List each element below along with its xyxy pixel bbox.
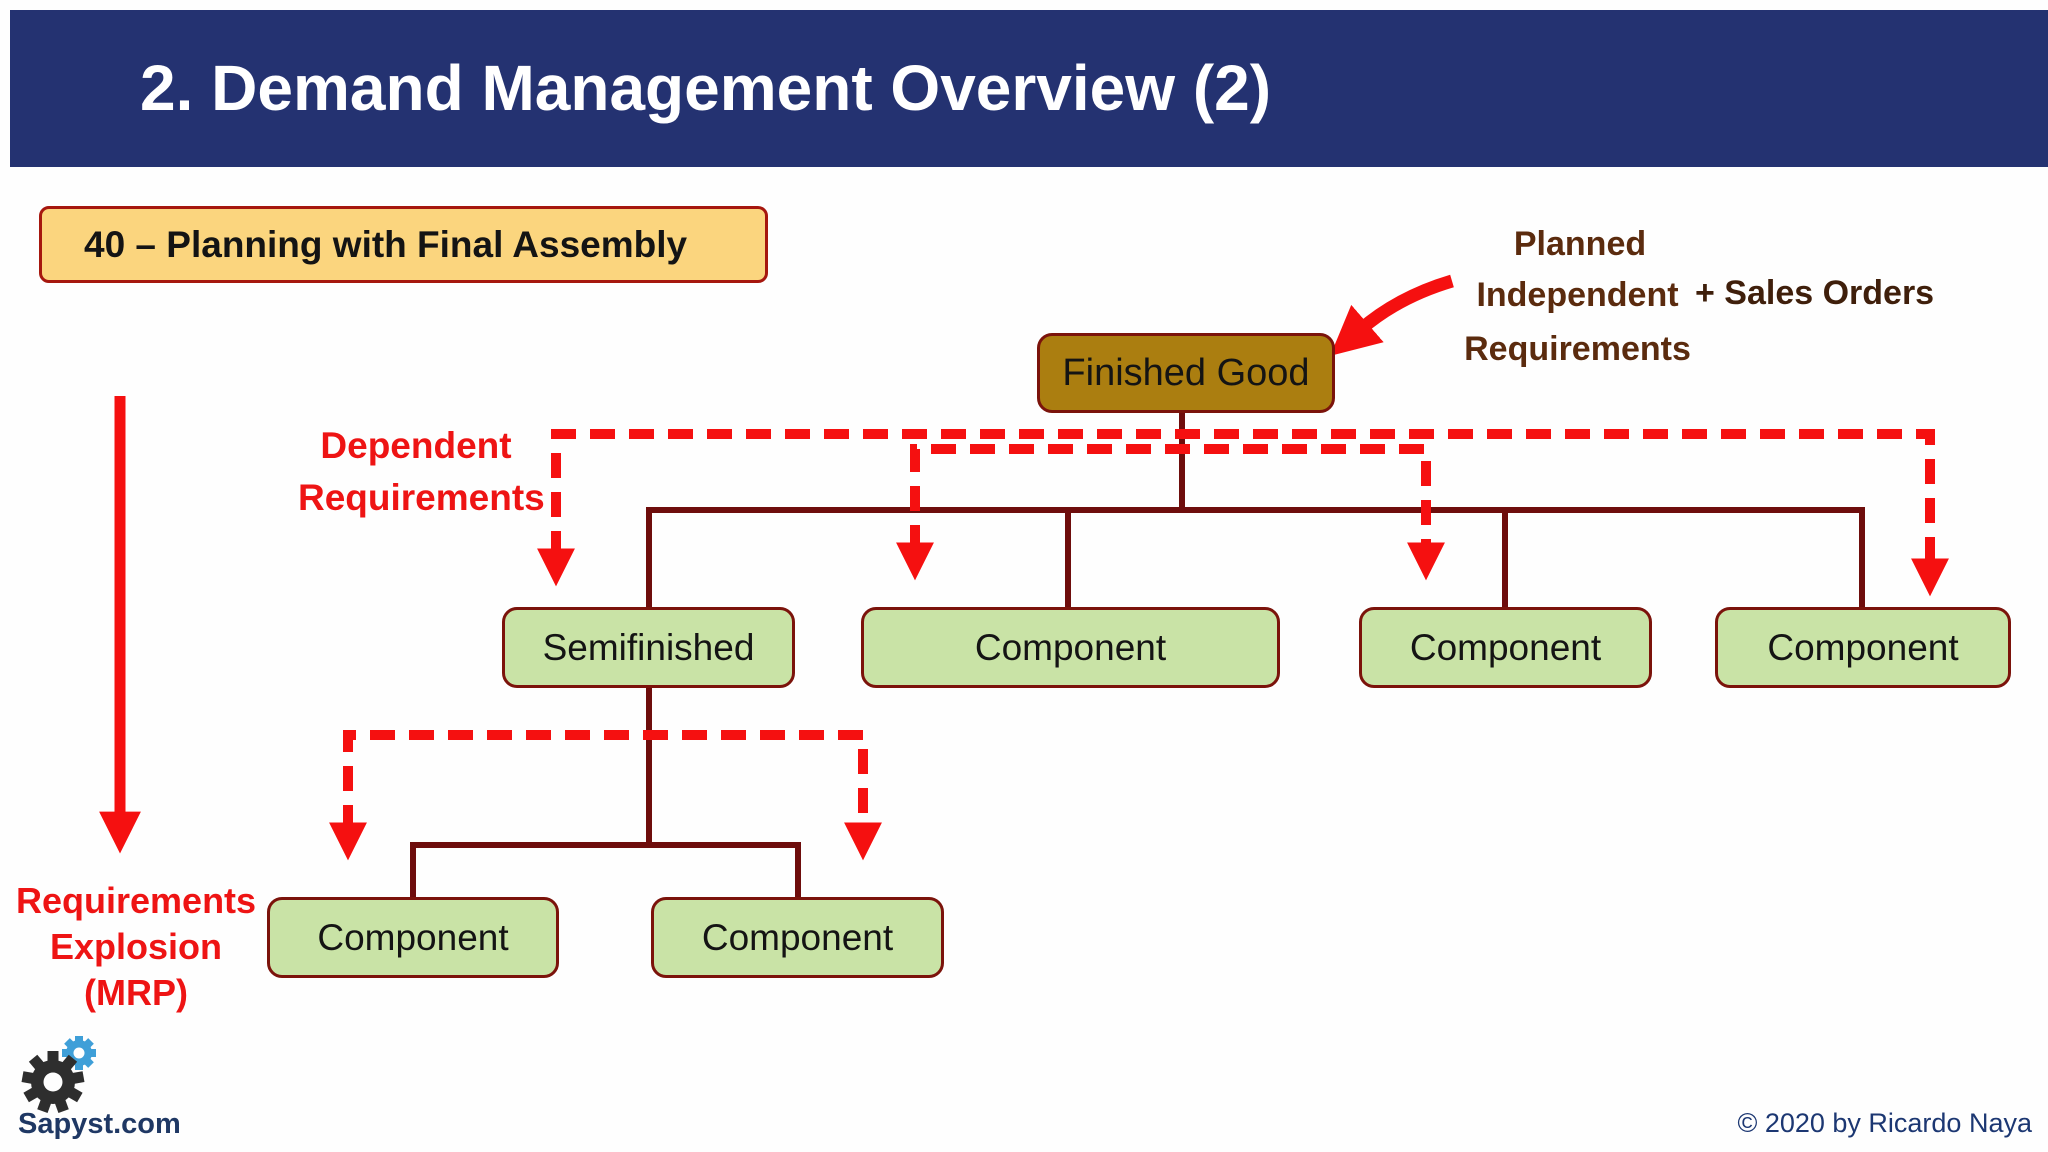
brand-text: Sapyst.com	[18, 1108, 181, 1140]
tree-line-level1-bus	[646, 507, 1865, 609]
dependent-requirements-line1: Dependent	[320, 425, 512, 466]
pir-curved-arrow	[1330, 274, 1454, 356]
node-component-3: Component	[1715, 607, 2011, 688]
node-semifinished: Semifinished	[502, 607, 795, 688]
node-component-5-label: Component	[701, 916, 894, 958]
pir-label-line2: Independent	[1476, 276, 1679, 314]
strategy-tag-box: 40 – Planning with Final Assembly	[39, 206, 768, 283]
node-finished-good: Finished Good	[1037, 333, 1335, 413]
node-component-5: Component	[651, 897, 944, 978]
page-title: 2. Demand Management Overview (2)	[140, 52, 1272, 124]
requirements-explosion-line2: Explosion	[49, 926, 223, 967]
dependent-requirements-line2: Requirements	[298, 477, 545, 518]
node-semifinished-label: Semifinished	[542, 626, 755, 668]
node-component-4-label: Component	[317, 916, 509, 958]
dependent-requirements-label: Dependent Requirements	[298, 420, 545, 524]
node-component-1-label: Component	[974, 626, 1167, 668]
requirements-explosion-label: Requirements Explosion (MRP)	[16, 878, 256, 1016]
dashed-arrow-inner	[896, 444, 1445, 581]
dashed-arrow-lower	[329, 730, 882, 861]
node-component-2-label: Component	[1409, 626, 1602, 668]
gear-icon-dark	[21, 1051, 85, 1114]
node-component-4: Component	[267, 897, 559, 978]
title-bar: 2. Demand Management Overview (2)	[10, 10, 2048, 167]
requirements-explosion-line3: (MRP)	[84, 972, 188, 1013]
requirements-explosion-line1: Requirements	[16, 880, 257, 921]
sales-orders-label: + Sales Orders	[1695, 274, 1935, 312]
sapyst-logo	[21, 1036, 96, 1114]
copyright-text: © 2020 by Ricardo Naya	[1737, 1108, 2032, 1138]
pir-label-line1: Planned	[1513, 225, 1647, 263]
node-finished-good-label: Finished Good	[1062, 351, 1310, 394]
node-component-1: Component	[861, 607, 1280, 688]
pir-label-line3: Requirements	[1464, 330, 1691, 368]
tree-line-level2-bus	[410, 842, 801, 899]
node-component-3-label: Component	[1767, 626, 1959, 668]
strategy-tag-label: 40 – Planning with Final Assembly	[84, 223, 688, 265]
dashed-arrow-outer	[537, 429, 1949, 597]
node-component-2: Component	[1359, 607, 1652, 688]
